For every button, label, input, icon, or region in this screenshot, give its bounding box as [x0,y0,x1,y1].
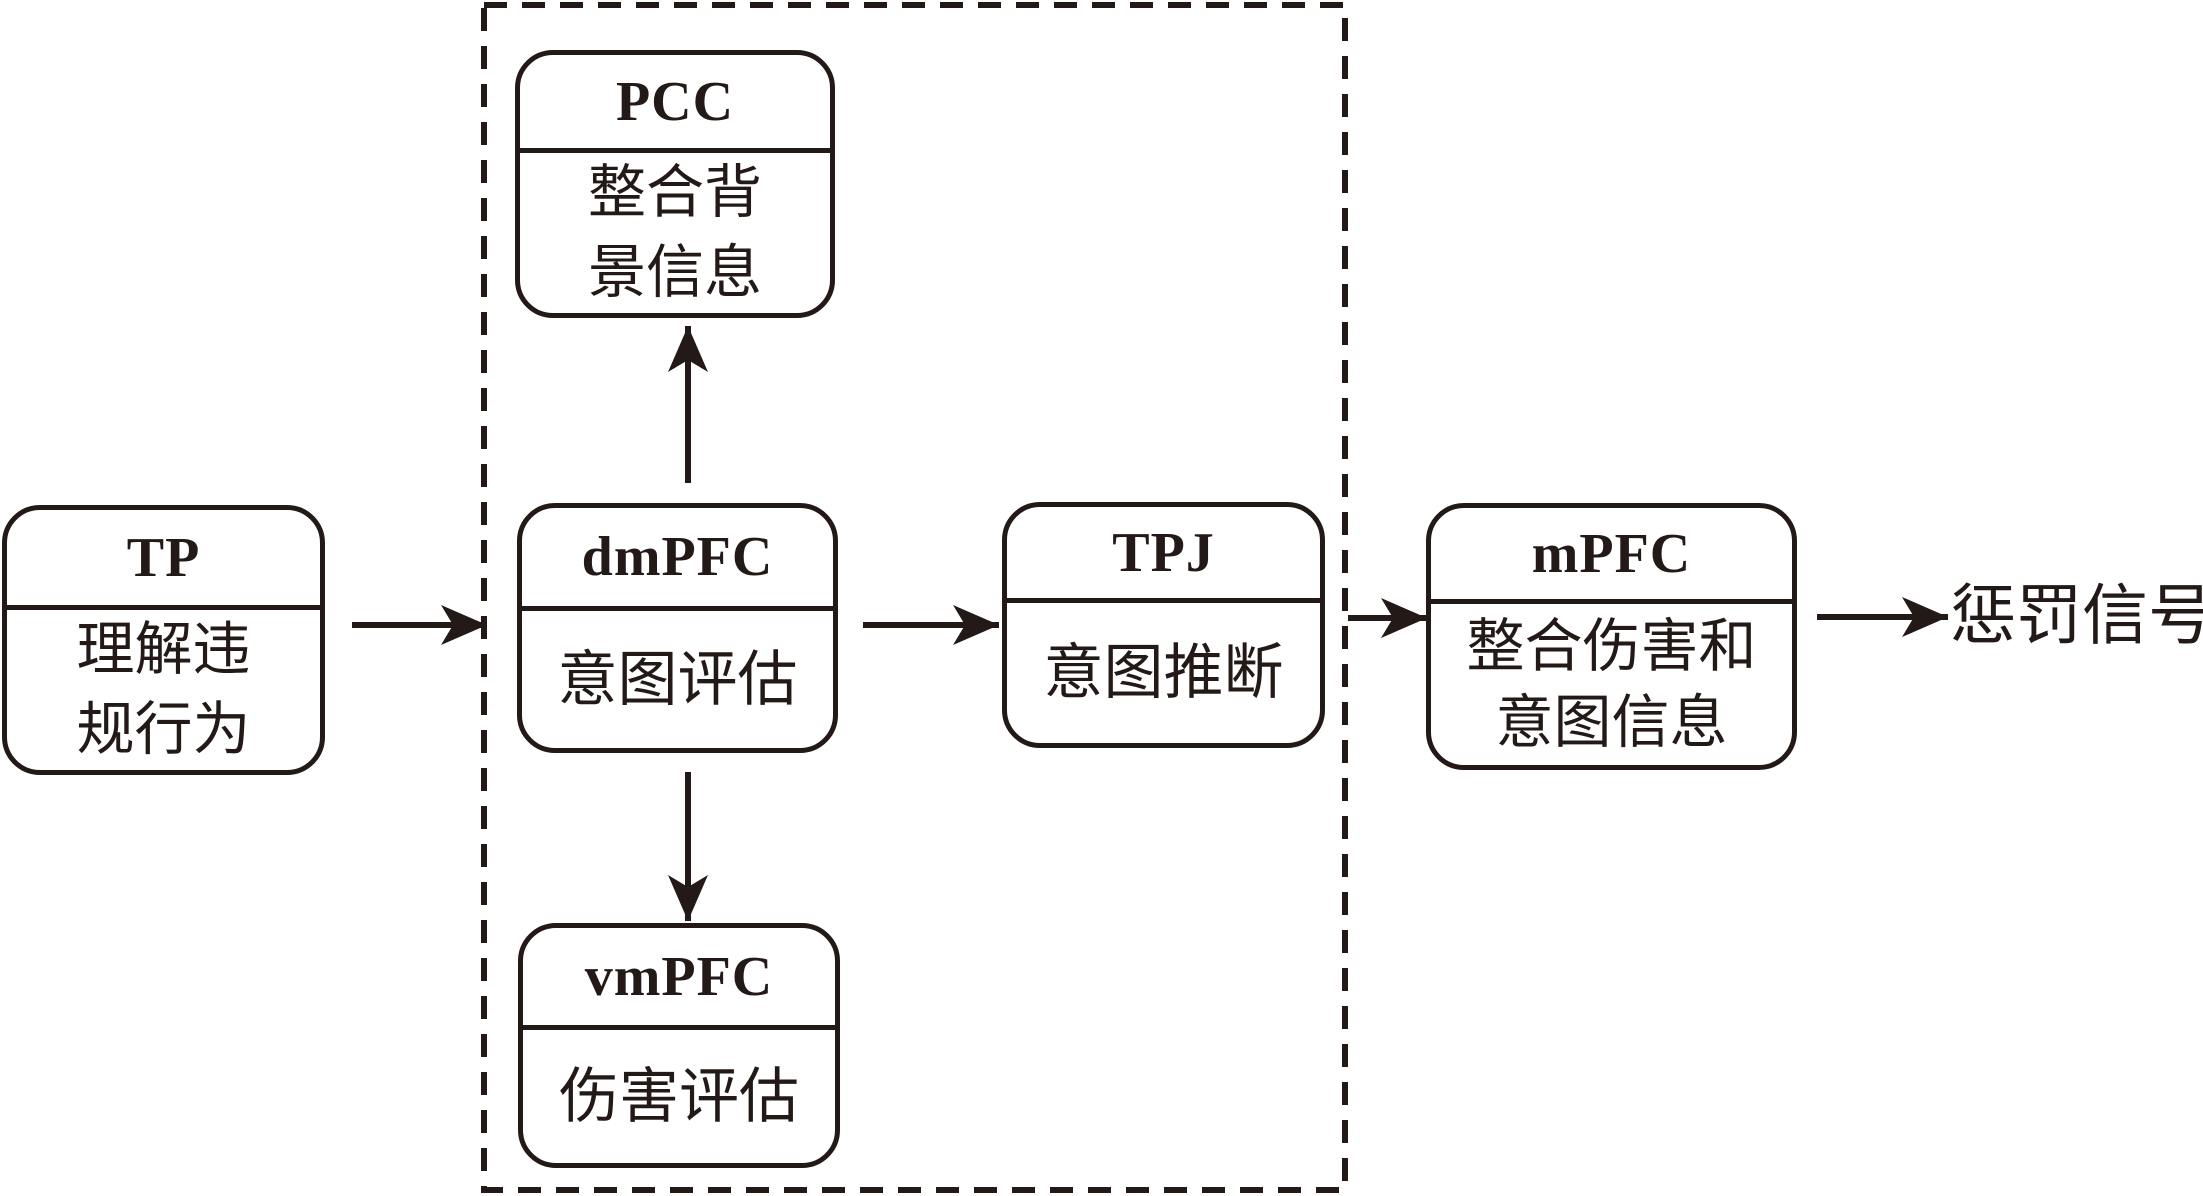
node-dmpfc-body-line1: 意图评估 [557,646,798,713]
node-mpfc-body: 整合伤害和 意图信息 [1431,604,1792,765]
node-mpfc: mPFC 整合伤害和 意图信息 [1426,503,1797,770]
node-pcc-title: PCC [520,55,830,153]
node-mpfc-body-line2: 意图信息 [1495,689,1728,755]
node-tp: TP 理解违 规行为 [2,505,325,775]
dashed-group-border [481,2,1348,1193]
node-vmpfc-title: vmPFC [523,928,835,1030]
node-mpfc-title: mPFC [1431,508,1792,604]
node-pcc-body-line1: 整合背 [587,160,762,225]
node-vmpfc: vmPFC 伤害评估 [518,923,840,1168]
node-tpj-title: TPJ [1007,507,1320,603]
node-tpj-body-line1: 意图推断 [1043,640,1284,706]
node-pcc-body-line2: 景信息 [587,240,762,305]
node-mpfc-body-line1: 整合伤害和 [1466,613,1757,679]
node-tp-title: TP [7,510,320,610]
node-dmpfc: dmPFC 意图评估 [517,503,838,753]
output-label: 惩罚信号 [1950,580,2203,653]
node-dmpfc-title: dmPFC [522,508,833,611]
node-tpj-body: 意图推断 [1007,603,1320,743]
node-pcc-body: 整合背 景信息 [520,153,830,313]
node-vmpfc-body: 伤害评估 [523,1030,835,1163]
node-tp-body-line1: 理解违 [76,617,251,682]
node-vmpfc-body-line1: 伤害评估 [559,1063,799,1130]
node-tp-body: 理解违 规行为 [7,610,320,770]
node-tpj: TPJ 意图推断 [1002,502,1325,748]
node-pcc: PCC 整合背 景信息 [515,50,835,318]
node-tp-body-line2: 规行为 [76,697,251,762]
node-dmpfc-body: 意图评估 [522,611,833,748]
